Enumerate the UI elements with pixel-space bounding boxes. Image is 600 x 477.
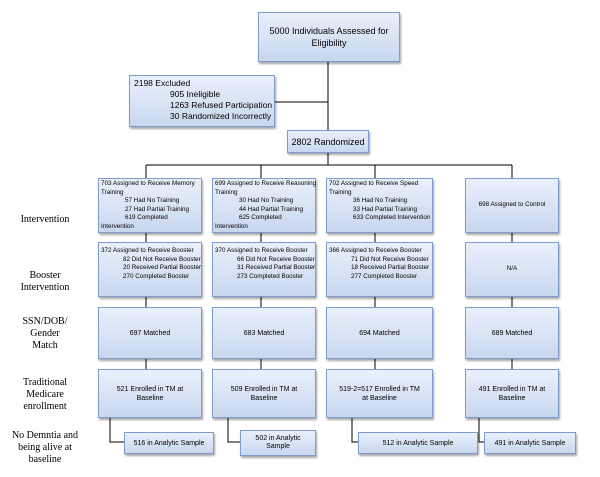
matched-box-control: 689 Matched — [465, 307, 559, 359]
enrolled-box-speed: 519-2=517 Enrolled in TM at Baseline — [326, 369, 433, 418]
booster-box-control: N/A — [465, 242, 559, 297]
control-box: 698 Assigned to Control — [465, 178, 559, 233]
memory-training-box: 703 Assigned to Receive Memory Training … — [98, 178, 202, 233]
analytic-box-memory: 516 in Analytic Sample — [124, 432, 214, 454]
enrolled-box-memory: 521 Enrolled in TM at Baseline — [98, 369, 202, 418]
row-label-booster: Booster Intervention — [20, 270, 70, 293]
booster-box-memory: 372 Assigned to Receive Booster 82 Did N… — [98, 242, 202, 297]
excluded-box: 2198 Excluded 905 Ineligible 1263 Refuse… — [129, 75, 275, 127]
assessed-box: 5000 Individuals Assessed for Eligibilit… — [258, 12, 400, 62]
enrolled-box-reasoning: 509 Enrolled in TM at Baseline — [212, 369, 316, 418]
matched-box-speed: 694 Matched — [326, 307, 433, 359]
analytic-box-reasoning: 502 in Analytic Sample — [240, 430, 316, 456]
matched-box-reasoning: 683 Matched — [212, 307, 316, 359]
row-label-enrollment: Traditional Medicare enrollment — [22, 377, 68, 412]
booster-box-speed: 366 Assigned to Receive Booster 71 Did N… — [326, 242, 433, 297]
speed-training-box: 702 Assigned to Receive Speed Training 3… — [326, 178, 433, 233]
analytic-box-control: 491 in Analytic Sample — [484, 432, 576, 454]
row-label-match: SSN/DOB/ Gender Match — [22, 316, 68, 351]
reasoning-training-box: 699 Assigned to Receive Reasoning Traini… — [212, 178, 316, 233]
row-label-analytic: No Demntia and being alive at baseline — [11, 430, 79, 465]
randomized-box: 2802 Randomized — [287, 130, 369, 153]
enrolled-box-control: 491 Enrolled in TM at Baseline — [465, 369, 559, 418]
matched-box-memory: 697 Matched — [98, 307, 202, 359]
row-label-intervention: Intervention — [20, 214, 70, 225]
booster-box-reasoning: 370 Assigned to Receive Booster 66 Did N… — [212, 242, 316, 297]
analytic-box-speed: 512 in Analytic Sample — [358, 432, 478, 454]
